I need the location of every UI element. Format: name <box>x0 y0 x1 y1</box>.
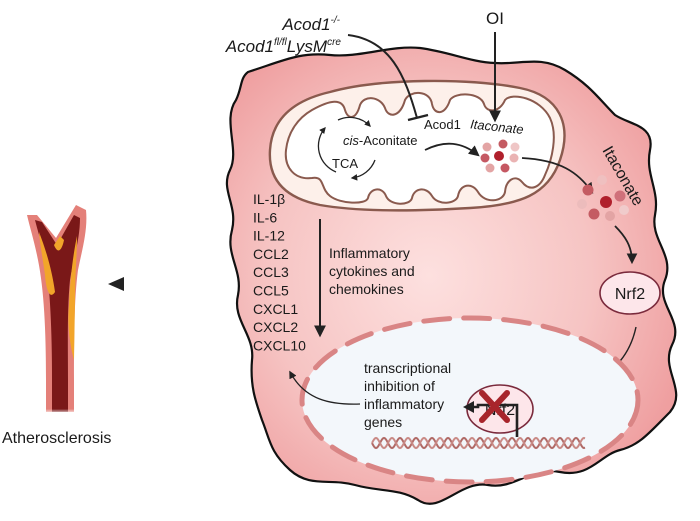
conversion-arrow <box>424 142 480 157</box>
cytokine-item: CCL2 <box>253 246 289 262</box>
dna-strand <box>371 436 586 450</box>
inhibition-x-icon <box>479 390 510 423</box>
inhibition-bar <box>407 113 429 122</box>
svg-text:Inflammatory: Inflammatory <box>329 245 410 261</box>
svg-text:transcriptional: transcriptional <box>364 360 451 376</box>
cytokine-item: CCL5 <box>253 283 289 299</box>
nuclear-envelope <box>299 315 641 485</box>
cytokine-item: CXCL2 <box>253 319 298 335</box>
cytokine-caption: Inflammatory cytokines and chemokines <box>329 245 415 297</box>
itaconate-to-nrf2-arrow <box>614 225 638 265</box>
svg-text:inflammatory: inflammatory <box>364 396 444 412</box>
atherosclerosis-label: Atherosclerosis <box>2 430 111 447</box>
inhibition-feedback-arrow <box>289 370 361 405</box>
svg-text:cytokines and: cytokines and <box>329 263 415 279</box>
plaque-right <box>68 236 77 360</box>
itaconate-cluster-mito <box>480 139 520 173</box>
promoter-arrow <box>472 403 519 437</box>
cell-to-vessel-arrowhead <box>108 277 124 291</box>
tca-label: TCA <box>332 156 358 171</box>
mitochondrion: TCA cis-Aconitate Acod1 Itaconate <box>268 79 566 212</box>
cis-aconitate-label: cis-Aconitate <box>343 133 417 148</box>
dna-strand <box>371 436 586 450</box>
vessel-lumen <box>35 215 80 412</box>
cytokine-item: IL-1β <box>253 191 285 207</box>
svg-text:genes: genes <box>364 414 402 430</box>
transcription-effect-text: transcriptional inhibition of inflammato… <box>364 360 451 430</box>
svg-text:chemokines: chemokines <box>329 281 404 297</box>
oi-label: OI <box>486 9 504 28</box>
dna-helix <box>371 436 586 450</box>
atherosclerotic-vessel <box>20 205 90 414</box>
cytokine-item: CCL3 <box>253 264 289 280</box>
svg-text:inhibition of: inhibition of <box>364 378 435 394</box>
cytokine-item: IL-12 <box>253 228 285 244</box>
cytokine-item: IL-6 <box>253 209 277 225</box>
plaque-top <box>54 236 64 251</box>
genotype-inhibition-line <box>347 34 418 119</box>
nrf2-cytoplasm: Nrf2 <box>599 271 661 315</box>
cytokine-item: CXCL10 <box>253 337 306 353</box>
cytokine-list: IL-1βIL-6IL-12CCL2CCL3CCL5CXCL1CXCL2CXCL… <box>253 191 306 353</box>
genotype-label-knockout: Acod1-/- <box>281 15 340 34</box>
cytokine-item: CXCL1 <box>253 301 298 317</box>
itaconate-mito-label: Itaconate <box>470 116 525 137</box>
promoter-arrowhead <box>463 401 474 413</box>
genotype-label-conditional: Acod1fl/flLysMcre <box>225 37 342 56</box>
plaque-left <box>39 232 55 295</box>
acod1-enzyme-label: Acod1 <box>424 117 461 132</box>
itaconate-cluster-cytoplasm <box>577 175 629 221</box>
tca-cycle <box>317 116 376 181</box>
svg-text:Nrf2: Nrf2 <box>615 286 645 303</box>
